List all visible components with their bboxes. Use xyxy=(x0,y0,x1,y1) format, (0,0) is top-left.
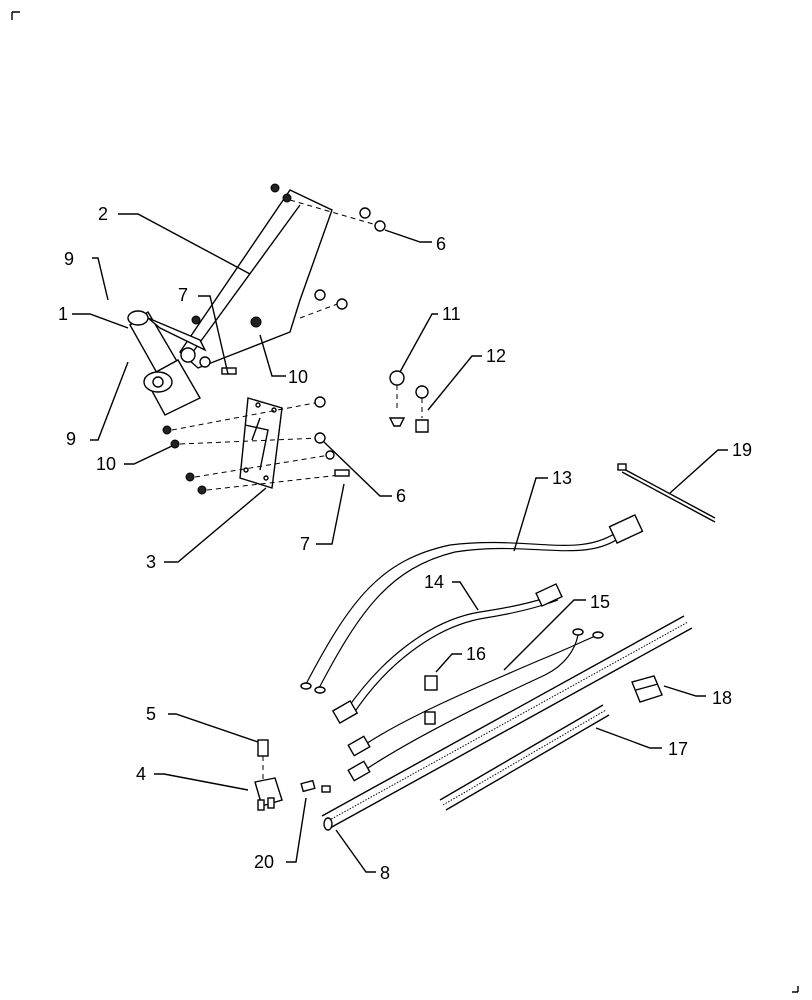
part-12-screw xyxy=(415,385,429,433)
callout-10: 10 xyxy=(96,454,116,474)
part-1-actuator xyxy=(127,310,207,416)
callout-3: 3 xyxy=(146,552,156,572)
part-5-knob xyxy=(257,739,269,780)
leader-lines xyxy=(72,213,728,873)
callout-9: 9 xyxy=(66,429,76,449)
part-13-harness xyxy=(300,513,644,694)
callout-1: 1 xyxy=(58,304,68,324)
part-4-switch xyxy=(254,777,283,811)
part-8-conduit xyxy=(321,615,693,831)
part-16-connector xyxy=(424,675,438,725)
callout-6: 6 xyxy=(436,234,446,254)
callout-8: 8 xyxy=(380,863,390,883)
callout-9: 9 xyxy=(64,249,74,269)
callout-10: 10 xyxy=(288,367,308,387)
callout-6: 6 xyxy=(396,486,406,506)
callout-15: 15 xyxy=(590,592,610,612)
part-19-cable-tie xyxy=(617,463,716,523)
crop-mark-top-left xyxy=(11,11,20,20)
part-17-conduit xyxy=(439,704,610,811)
callout-17: 17 xyxy=(668,739,688,759)
part-18-clip xyxy=(631,675,663,703)
callout-14: 14 xyxy=(424,572,444,592)
part-2-bracket xyxy=(179,183,333,369)
callout-4: 4 xyxy=(136,764,146,784)
part-10-nuts-lower xyxy=(162,367,350,495)
part-15-harness xyxy=(347,628,604,782)
callout-19: 19 xyxy=(732,440,752,460)
part-20-bulb xyxy=(300,779,331,793)
callout-12: 12 xyxy=(486,346,506,366)
callout-20: 20 xyxy=(254,852,274,872)
crop-mark-bottom-right xyxy=(792,986,799,993)
callout-13: 13 xyxy=(552,468,572,488)
callout-18: 18 xyxy=(712,688,732,708)
callout-7: 7 xyxy=(300,534,310,554)
part-6-bolts-upper xyxy=(289,199,386,319)
callout-16: 16 xyxy=(466,644,486,664)
callout-7: 7 xyxy=(178,285,188,305)
part-11-nut xyxy=(388,370,406,427)
part-14-harness xyxy=(331,583,563,725)
callout-11: 11 xyxy=(442,304,461,324)
callout-5: 5 xyxy=(146,704,156,724)
callout-2: 2 xyxy=(98,204,108,224)
part-3-mounting-plate xyxy=(239,397,283,489)
